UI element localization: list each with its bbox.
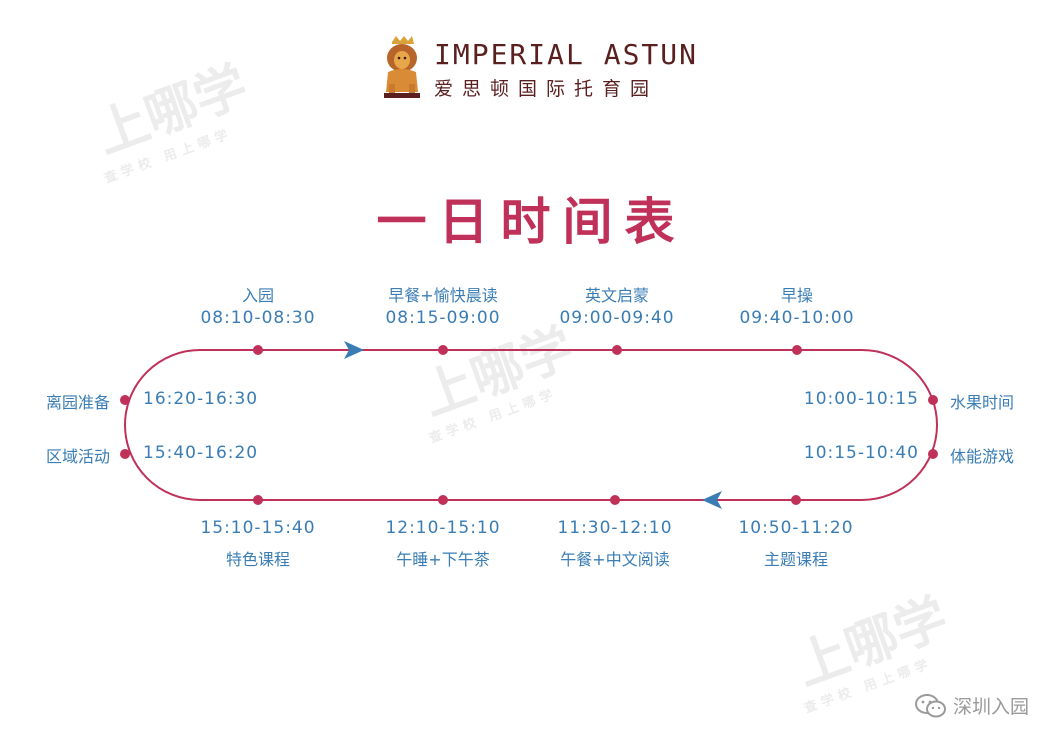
page-title: 一日时间表 [376,193,687,251]
time-label: 11:30-12:10 [557,518,673,538]
activity-label: 水果时间 [950,393,1015,412]
time-label: 09:40-10:00 [739,308,855,328]
schedule-dot-left-1 [120,449,130,459]
activity-label: 午睡+下午茶 [396,550,490,569]
activity-label: 入园 [241,286,275,305]
schedule-dot-bottom-3 [791,495,801,505]
schedule-dot-bottom-2 [610,495,620,505]
schedule-dot-bottom-1 [438,495,448,505]
footer: 深圳入园 [914,692,1029,719]
schedule-dot-bottom-0 [253,495,263,505]
brand-name-cn: 爱思顿国际托育园 [434,78,659,100]
activity-label: 离园准备 [45,393,110,412]
lion-crown-icon [384,36,420,98]
activity-label: 早操 [780,286,814,305]
activity-label: 体能游戏 [950,447,1015,466]
track-loop [124,349,938,501]
activity-label: 早餐+愉快晨读 [388,286,498,305]
arrow-right-icon [344,341,364,359]
time-label: 12:10-15:10 [385,518,501,538]
activity-label: 英文启蒙 [584,286,650,305]
time-label: 15:40-16:20 [143,443,259,463]
time-label: 10:50-11:20 [738,518,854,538]
activity-label: 主题课程 [763,550,829,569]
schedule-dot-top-1 [438,345,448,355]
time-label: 16:20-16:30 [143,389,259,409]
brand-logo: IMPERIAL ASTUN 爱思顿国际托育园 [378,36,698,100]
time-label: 10:00-10:15 [803,389,919,409]
schedule-dot-left-0 [120,395,130,405]
schedule-dot-top-2 [612,345,622,355]
time-label: 08:15-09:00 [385,308,501,328]
arrow-left-icon [702,491,722,509]
activity-label: 特色课程 [225,550,291,569]
schedule-dot-top-3 [792,345,802,355]
activity-label: 区域活动 [45,447,110,466]
time-label: 09:00-09:40 [559,308,675,328]
time-label: 10:15-10:40 [803,443,919,463]
footer-text: 深圳入园 [952,696,1029,718]
wechat-icon [914,693,946,717]
schedule-dot-right-0 [928,395,938,405]
schedule-dot-top-0 [253,345,263,355]
time-label: 15:10-15:40 [200,518,316,538]
schedule-dot-right-1 [928,449,938,459]
time-label: 08:10-08:30 [200,308,316,328]
brand-name-en: IMPERIAL ASTUN [434,38,699,71]
activity-label: 午餐+中文阅读 [560,550,670,569]
